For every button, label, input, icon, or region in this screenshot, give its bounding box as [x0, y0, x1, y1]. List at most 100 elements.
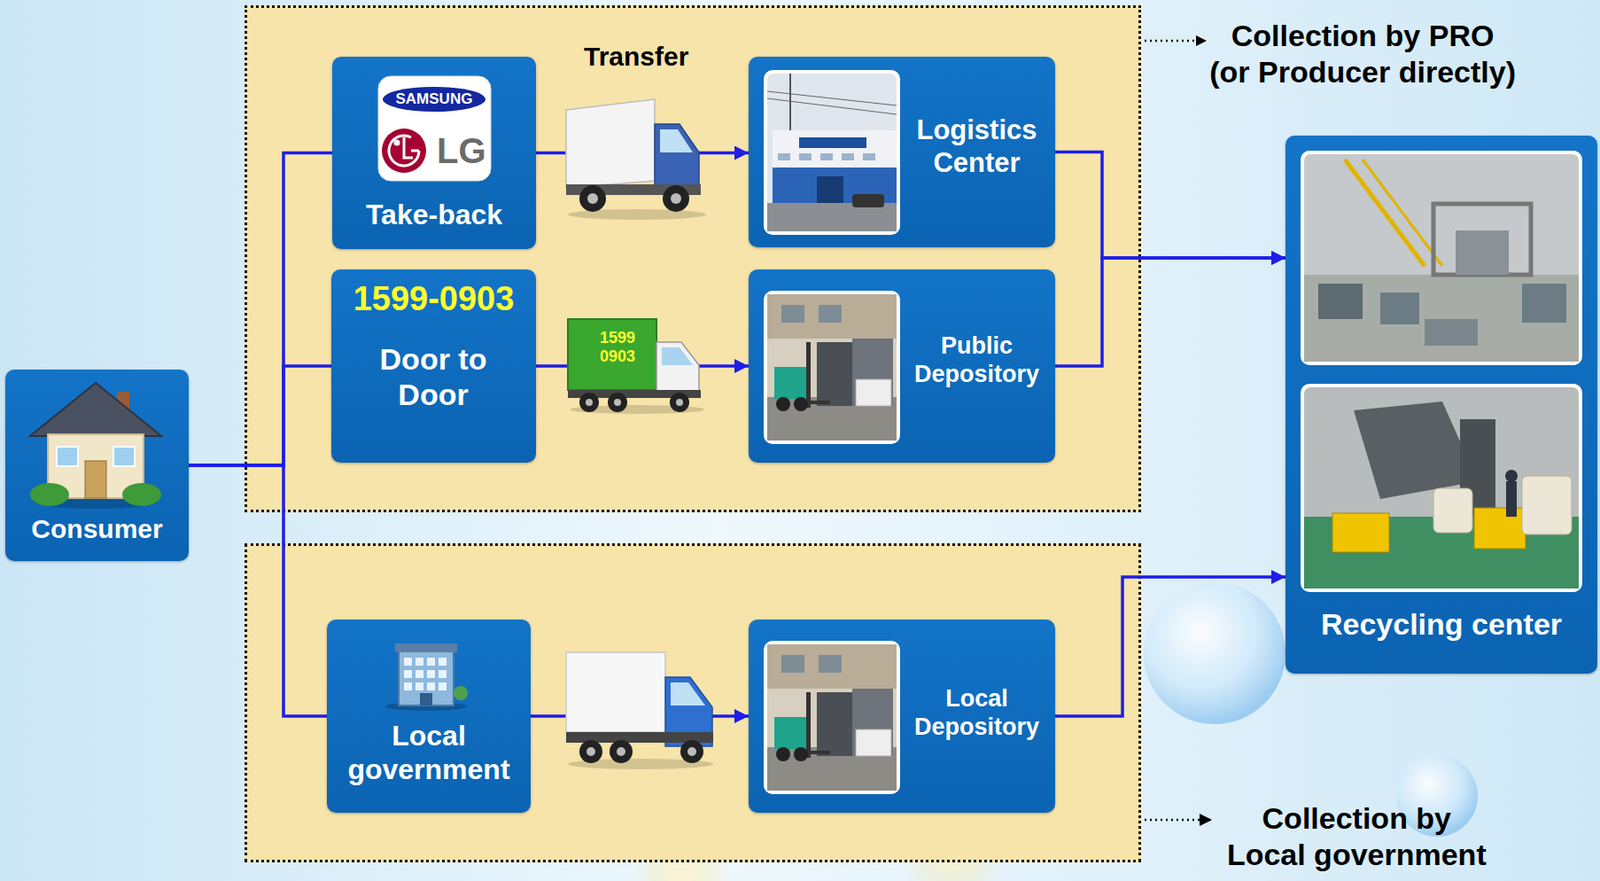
- recycling-photo: [1300, 383, 1583, 592]
- building-icon: [415, 657, 424, 666]
- box-label: Public Depository: [903, 331, 1050, 389]
- recycling-photo: [1304, 274, 1579, 362]
- depository-photo: [818, 304, 842, 323]
- depository-photo: [793, 746, 808, 762]
- depository-photo: [763, 640, 901, 794]
- building-icon: [438, 669, 447, 678]
- box-label: Door to Door: [362, 341, 505, 414]
- recycling-photo: [1300, 150, 1583, 366]
- warehouse-photo: [767, 73, 897, 232]
- recycling-photo: [1304, 387, 1579, 589]
- source-box: Consumer: [5, 369, 189, 561]
- band-label: Collection by Local government: [1222, 800, 1492, 873]
- recycling-photo: [1433, 203, 1531, 275]
- depository-photo: [816, 691, 853, 756]
- house-icon: [56, 446, 78, 467]
- process-box: Public Depository: [748, 269, 1056, 463]
- process-box: 1599-0903Door to Door: [331, 269, 536, 463]
- house-icon: [28, 380, 164, 511]
- building-icon: [403, 682, 412, 691]
- box-label: Consumer: [14, 512, 180, 545]
- box-label: 1599-0903: [340, 279, 528, 320]
- depository-photo: [816, 341, 853, 406]
- process-box: Logistics Center: [748, 56, 1056, 248]
- depository-photo: [806, 691, 811, 758]
- depository-photo: [767, 294, 897, 339]
- recycling-photo: [1332, 512, 1390, 552]
- warehouse-photo: [852, 194, 885, 208]
- brand-logo: [394, 139, 401, 147]
- depository-photo: [852, 338, 894, 406]
- building-icon: [427, 682, 435, 691]
- logo-text: LG: [436, 129, 487, 172]
- warehouse-photo: [820, 153, 833, 161]
- warehouse-photo: [763, 69, 901, 235]
- recycling-photo: [1474, 507, 1526, 549]
- brand-logo: [378, 76, 491, 181]
- brand-logo: [388, 135, 420, 166]
- building-icon: [403, 657, 412, 666]
- depository-photo: [855, 729, 892, 756]
- recycling-photo: [1344, 159, 1425, 266]
- destination-box: Recycling center: [1285, 135, 1598, 674]
- brand-logo: [411, 149, 420, 153]
- process-box: Local government: [326, 619, 531, 813]
- recycling-photo: [1380, 292, 1420, 325]
- recycling-photo: [1522, 283, 1567, 323]
- process-box: Local Depository: [748, 619, 1056, 813]
- recycling-photo: [1522, 475, 1572, 535]
- leader-arrow: [1144, 39, 1197, 43]
- depository-photo: [855, 379, 892, 406]
- box-label: Logistics Center: [903, 113, 1050, 179]
- box-label: Take-back: [341, 197, 528, 232]
- building-icon: [453, 685, 468, 700]
- depository-photo: [793, 396, 808, 412]
- process-box: Take-back: [332, 56, 536, 249]
- recycling-photo: [1455, 230, 1509, 275]
- house-icon: [30, 382, 162, 436]
- building-icon: [415, 669, 424, 678]
- depository-photo: [776, 746, 791, 762]
- depository-photo: [774, 716, 808, 749]
- building-icon: [382, 637, 470, 712]
- recycling-photo: [1353, 401, 1478, 499]
- depository-photo: [767, 644, 897, 791]
- warehouse-photo: [777, 153, 791, 161]
- brand-logo: [403, 137, 413, 158]
- building-icon: [427, 657, 435, 666]
- recycling-photo: [1506, 481, 1517, 517]
- building-icon: [398, 648, 454, 706]
- recycling-photo: [1300, 150, 1583, 366]
- warehouse-photo: [767, 91, 897, 106]
- warehouse-photo: [772, 130, 897, 205]
- recycling-photo: [1505, 469, 1518, 482]
- depository-photo: [810, 400, 831, 404]
- house-icon: [122, 482, 162, 506]
- leader-arrow: [1144, 35, 1212, 820]
- brand-logo: [381, 128, 427, 173]
- box-label: Local government: [335, 718, 522, 787]
- depository-photo: [763, 290, 901, 444]
- depository-photo: [763, 640, 901, 794]
- recycling-photo: [1304, 154, 1579, 362]
- truck-text: 1599 0903: [597, 328, 639, 367]
- depository-photo: [781, 654, 805, 673]
- house-icon: [30, 482, 70, 506]
- logo-text: SAMSUNG: [396, 90, 474, 109]
- warehouse-photo: [816, 176, 844, 205]
- depository-photo: [763, 290, 901, 444]
- building-icon: [438, 682, 447, 691]
- recycling-photo: [1433, 488, 1473, 533]
- building-icon: [427, 669, 435, 678]
- leader-arrow: [1196, 35, 1207, 47]
- building-icon: [403, 669, 412, 678]
- depository-photo: [776, 396, 791, 412]
- depository-photo: [767, 294, 897, 441]
- warehouse-photo: [862, 153, 876, 161]
- recycling-photo: [1318, 283, 1363, 319]
- house-icon: [113, 446, 135, 467]
- depository-photo: [774, 366, 808, 399]
- leader-arrow: [1144, 818, 1212, 822]
